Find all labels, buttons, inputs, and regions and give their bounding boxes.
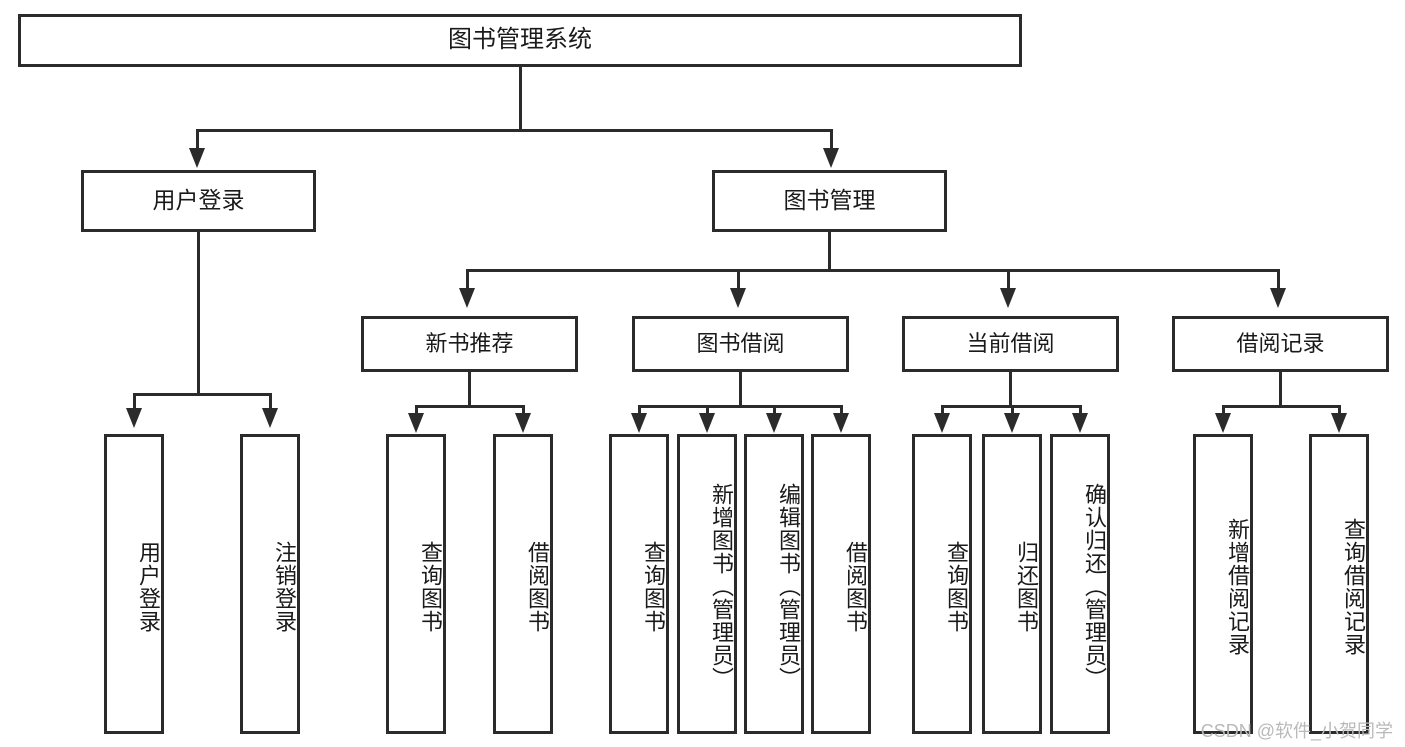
arrow-down-icon bbox=[631, 413, 647, 433]
leaf-book-borrow-add[interactable]: 新增图书（管理员） bbox=[677, 434, 737, 734]
connector-book-manage-branch-4 bbox=[1277, 269, 1280, 291]
leaf-book-borrow-borrow[interactable]: 借阅图书 bbox=[811, 434, 871, 734]
node-new-book-recommend-label: 新书推荐 bbox=[425, 331, 514, 357]
connector-book-manage-stem bbox=[828, 232, 831, 272]
leaf-label: 借阅图书 bbox=[843, 541, 868, 633]
connector-user-login-branch-1 bbox=[133, 393, 136, 411]
leaf-borrow-record-add[interactable]: 新增借阅记录 bbox=[1193, 434, 1253, 734]
connector-book-borrow-branch-4 bbox=[840, 405, 843, 419]
leaf-label: 归还图书 bbox=[1014, 541, 1039, 633]
connector-root-stem bbox=[519, 67, 522, 129]
arrow-down-icon bbox=[408, 413, 424, 433]
connector-book-manage-branch-2 bbox=[737, 269, 740, 291]
node-borrow-record-label: 借阅记录 bbox=[1236, 331, 1325, 357]
arrow-down-icon bbox=[1215, 413, 1231, 433]
node-borrow-record[interactable]: 借阅记录 bbox=[1172, 316, 1389, 372]
leaf-label: 用户登录 bbox=[136, 541, 161, 633]
leaf-current-borrow-confirm[interactable]: 确认归还（管理员） bbox=[1050, 434, 1110, 734]
arrow-down-icon bbox=[189, 148, 205, 168]
connector-new-book-stem bbox=[468, 372, 471, 405]
arrow-down-icon bbox=[1270, 288, 1286, 308]
connector-book-borrow-branch-2 bbox=[706, 405, 709, 419]
node-book-manage[interactable]: 图书管理 bbox=[712, 170, 947, 232]
connector-root-to-user-login bbox=[196, 129, 199, 151]
node-book-borrow[interactable]: 图书借阅 bbox=[632, 316, 849, 372]
arrow-down-icon bbox=[1331, 413, 1347, 433]
connector-current-borrow-stem bbox=[1009, 372, 1012, 405]
node-current-borrow[interactable]: 当前借阅 bbox=[902, 316, 1119, 372]
connector-user-login-branch-2 bbox=[269, 393, 272, 411]
connector-borrow-record-branch-1 bbox=[1222, 405, 1225, 419]
leaf-label: 新增借阅记录 bbox=[1225, 518, 1250, 656]
arrow-down-icon bbox=[459, 288, 475, 308]
leaf-label: 查询图书 bbox=[641, 541, 666, 633]
leaf-new-book-query[interactable]: 查询图书 bbox=[386, 434, 446, 734]
arrow-down-icon bbox=[699, 413, 715, 433]
leaf-label: 确认归还（管理员） bbox=[1082, 482, 1107, 690]
connector-root-bus bbox=[196, 129, 833, 132]
connector-book-borrow-branch-1 bbox=[638, 405, 641, 419]
arrow-down-icon bbox=[730, 288, 746, 308]
node-current-borrow-label: 当前借阅 bbox=[966, 331, 1055, 357]
connector-new-book-branch-2 bbox=[522, 405, 525, 419]
leaf-label: 查询图书 bbox=[944, 541, 969, 633]
connector-current-borrow-branch-1 bbox=[941, 405, 944, 419]
connector-book-borrow-stem bbox=[739, 372, 742, 405]
connector-borrow-record-bus bbox=[1222, 405, 1341, 408]
node-user-login[interactable]: 用户登录 bbox=[81, 170, 316, 232]
arrow-down-icon bbox=[1072, 413, 1088, 433]
arrow-down-icon bbox=[262, 408, 278, 428]
leaf-user-login-login[interactable]: 用户登录 bbox=[104, 434, 164, 734]
leaf-label: 注销登录 bbox=[272, 541, 297, 633]
connector-book-manage-branch-1 bbox=[466, 269, 469, 291]
leaf-label: 编辑图书（管理员） bbox=[776, 482, 801, 690]
connector-new-book-bus bbox=[415, 405, 525, 408]
leaf-borrow-record-query[interactable]: 查询借阅记录 bbox=[1309, 434, 1369, 734]
leaf-book-borrow-query[interactable]: 查询图书 bbox=[609, 434, 669, 734]
leaf-label: 新增图书（管理员） bbox=[709, 482, 734, 690]
arrow-down-icon bbox=[515, 413, 531, 433]
connector-user-login-bus bbox=[133, 393, 272, 396]
node-book-manage-label: 图书管理 bbox=[783, 187, 876, 214]
connector-current-borrow-branch-3 bbox=[1079, 405, 1082, 419]
connector-root-to-book-manage bbox=[830, 129, 833, 151]
node-root-label: 图书管理系统 bbox=[448, 26, 592, 54]
node-new-book-recommend[interactable]: 新书推荐 bbox=[361, 316, 578, 372]
arrow-down-icon bbox=[934, 413, 950, 433]
leaf-book-borrow-edit[interactable]: 编辑图书（管理员） bbox=[744, 434, 804, 734]
arrow-down-icon bbox=[766, 413, 782, 433]
arrow-down-icon bbox=[1000, 288, 1016, 308]
node-root[interactable]: 图书管理系统 bbox=[18, 14, 1022, 67]
leaf-current-borrow-return[interactable]: 归还图书 bbox=[982, 434, 1042, 734]
leaf-label: 借阅图书 bbox=[525, 541, 550, 633]
leaf-label: 查询借阅记录 bbox=[1341, 518, 1366, 656]
connector-book-borrow-bus bbox=[638, 405, 843, 408]
arrow-down-icon bbox=[823, 148, 839, 168]
connector-current-borrow-branch-2 bbox=[1011, 405, 1014, 419]
connector-borrow-record-stem bbox=[1279, 372, 1282, 405]
leaf-new-book-borrow[interactable]: 借阅图书 bbox=[493, 434, 553, 734]
leaf-user-login-logout[interactable]: 注销登录 bbox=[240, 434, 300, 734]
connector-book-manage-bus bbox=[466, 269, 1279, 272]
arrow-down-icon bbox=[833, 413, 849, 433]
connector-borrow-record-branch-2 bbox=[1338, 405, 1341, 419]
arrow-down-icon bbox=[126, 408, 142, 428]
connector-user-login-stem bbox=[197, 232, 200, 393]
connector-book-borrow-branch-3 bbox=[773, 405, 776, 419]
connector-new-book-branch-1 bbox=[415, 405, 418, 419]
node-book-borrow-label: 图书借阅 bbox=[696, 331, 785, 357]
leaf-label: 查询图书 bbox=[418, 541, 443, 633]
arrow-down-icon bbox=[1004, 413, 1020, 433]
connector-book-manage-branch-3 bbox=[1007, 269, 1010, 291]
node-user-login-label: 用户登录 bbox=[152, 187, 245, 214]
leaf-current-borrow-query[interactable]: 查询图书 bbox=[912, 434, 972, 734]
